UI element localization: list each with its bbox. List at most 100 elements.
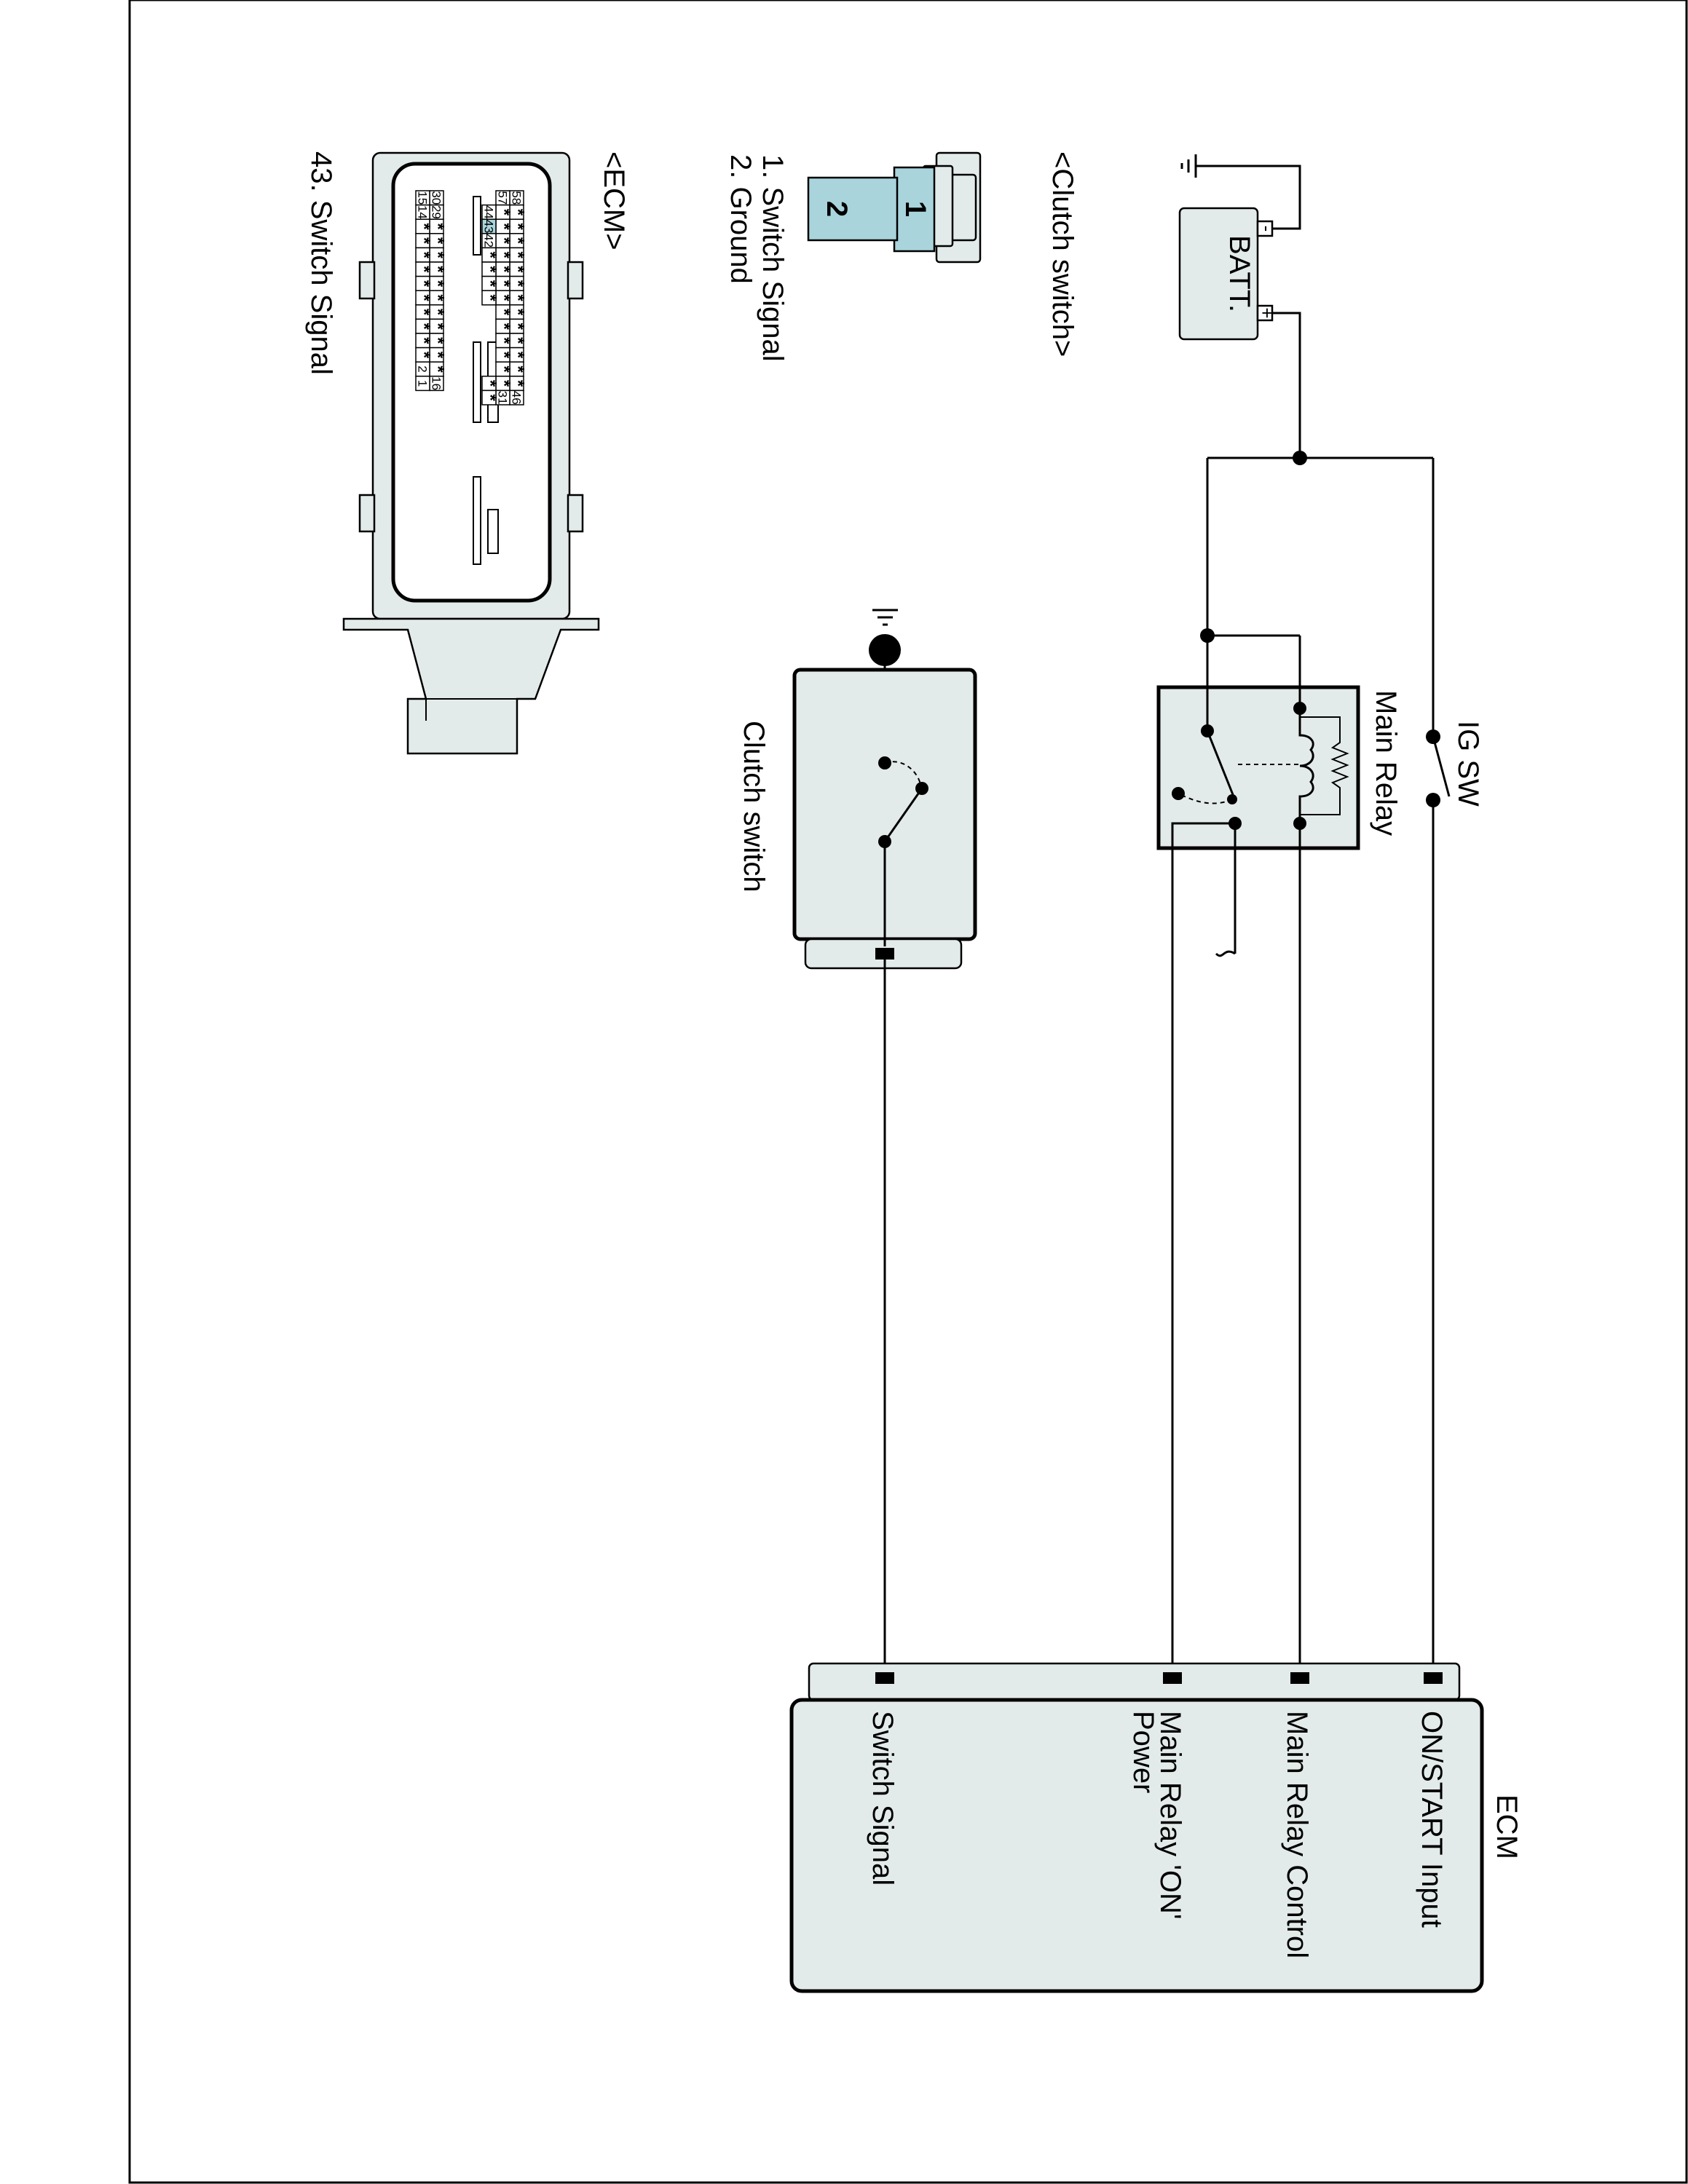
clutch-connector-view: <Clutch switch> 1 2 1. Switch Signal 2. … <box>725 151 1078 362</box>
ecm-block: ECM ON/START Input Main Relay Control Ma… <box>789 1662 1523 1993</box>
page-frame <box>128 0 1688 2184</box>
ecm-pin: * <box>428 337 448 344</box>
ecm-pin: * <box>428 237 448 245</box>
clutch-connector-title: <Clutch switch> <box>1046 151 1078 357</box>
ecm-pin: * <box>508 337 528 344</box>
ecm-pin: * <box>481 266 500 273</box>
ig-switch: IG SW <box>1426 721 1484 807</box>
ecm-pin: * <box>494 294 514 301</box>
clutch-legend-item: 2. Ground <box>725 154 757 284</box>
ecm-pin: * <box>414 309 434 316</box>
ecm-pin: * <box>508 294 528 301</box>
ecm-pin: * <box>494 237 514 245</box>
ecm-body <box>789 1698 1484 1993</box>
battery: BATT. - + <box>1178 154 1301 458</box>
ecm-pin: * <box>414 294 434 301</box>
clutch-switch: Clutch switch <box>738 609 977 1678</box>
ecm-pin: * <box>428 223 448 230</box>
ecm-pin: * <box>508 352 528 359</box>
clutch-terminal-1: 1 <box>899 201 931 217</box>
ecm-pin: * <box>494 223 514 230</box>
ecm-pin: * <box>508 365 528 373</box>
battery-minus-label: - <box>1256 226 1278 232</box>
ecm-pin: * <box>414 337 434 344</box>
ecm-pin: * <box>508 280 528 288</box>
ecm-pin: * <box>428 266 448 273</box>
ecm-pin-cell <box>415 376 430 392</box>
ecm-pin-on-start <box>1424 1672 1443 1684</box>
ecm-pin: * <box>494 380 514 387</box>
ecm-pin: * <box>494 266 514 273</box>
ecm-pin: * <box>494 352 514 359</box>
ecm-pin: 1 <box>416 380 430 387</box>
ecm-pin-relay-control <box>1290 1672 1309 1684</box>
ecm-pin: 31 <box>496 391 510 405</box>
ecm-pin: * <box>494 365 514 373</box>
ecm-pin: * <box>428 352 448 359</box>
ecm-pin: * <box>508 252 528 259</box>
ecm-pin: * <box>508 209 528 216</box>
battery-body <box>1178 207 1259 341</box>
ecm-pin-cell <box>481 290 497 306</box>
ecm-pin: * <box>508 323 528 331</box>
ecm-pin: 16 <box>430 376 443 390</box>
main-relay-body <box>1156 685 1360 850</box>
ecm-connector-title: <ECM> <box>598 151 630 250</box>
ecm-pin: 43 <box>482 220 496 234</box>
ecm-pin: * <box>494 309 514 316</box>
main-relay: Main Relay <box>1156 628 1402 1678</box>
ecm-pin: * <box>414 252 434 259</box>
junction-dot <box>1293 451 1307 465</box>
ecm-pin-relay-power <box>1163 1672 1182 1684</box>
ecm-pin: * <box>481 252 500 259</box>
ecm-pin: * <box>428 294 448 301</box>
ecm-pin: 46 <box>510 391 524 405</box>
ecm-pin: * <box>414 352 434 359</box>
clutch-legend-item: 1. Switch Signal <box>757 154 789 362</box>
ecm-pin: 2 <box>416 365 430 372</box>
ecm-pin: * <box>481 380 500 387</box>
ecm-pin: * <box>494 323 514 331</box>
ecm-pin: * <box>414 323 434 331</box>
clutch-terminal-2: 2 <box>821 201 853 217</box>
ecm-pin: 57 <box>496 191 510 205</box>
ecm-pin: 44 <box>482 205 496 219</box>
ecm-pin: * <box>494 252 514 259</box>
ecm-pin: * <box>414 266 434 273</box>
ecm-pin: 30 <box>430 191 443 205</box>
ecm-pin: * <box>508 223 528 230</box>
clutch-switch-pin <box>875 948 894 960</box>
ecm-pin: * <box>481 280 500 288</box>
ecm-pin: * <box>508 309 528 316</box>
ecm-pin-cell <box>481 389 497 405</box>
ecm-pin: 42 <box>482 234 496 248</box>
ig-sw-label: IG SW <box>1452 721 1484 807</box>
ecm-pin: * <box>414 280 434 288</box>
ecm-pin: * <box>414 237 434 245</box>
ecm-pin: * <box>508 237 528 245</box>
ecm-pin: * <box>428 323 448 331</box>
ecm-pin: 15 <box>416 191 430 205</box>
ecm-pin: 14 <box>416 205 430 219</box>
main-relay-label: Main Relay <box>1370 690 1402 836</box>
battery-minus-terminal <box>1256 220 1274 237</box>
ecm-pin-label: Switch Signal <box>867 1711 899 1886</box>
ecm-pin: * <box>481 294 500 301</box>
ecm-pin-label: Main Relay 'ON' <box>1154 1711 1186 1919</box>
ecm-pin-label: ON/START Input <box>1416 1711 1448 1928</box>
ecm-title: ECM <box>1491 1795 1523 1859</box>
ecm-pin: 58 <box>510 191 524 205</box>
ecm-connector-strip <box>808 1662 1461 1701</box>
battery-plus-label: + <box>1256 307 1278 318</box>
ecm-pin: * <box>494 209 514 216</box>
ecm-pin-label: Main Relay Control <box>1281 1711 1313 1958</box>
ecm-pin: * <box>428 280 448 288</box>
ecm-connector-view: <ECM> 43. Switch Signal 5857************… <box>305 151 630 755</box>
clutch-switch-label: Clutch switch <box>738 721 770 893</box>
ecm-pin: * <box>494 337 514 344</box>
ecm-pin: * <box>414 223 434 230</box>
ecm-pin: * <box>508 266 528 273</box>
ecm-pin: * <box>481 395 500 402</box>
